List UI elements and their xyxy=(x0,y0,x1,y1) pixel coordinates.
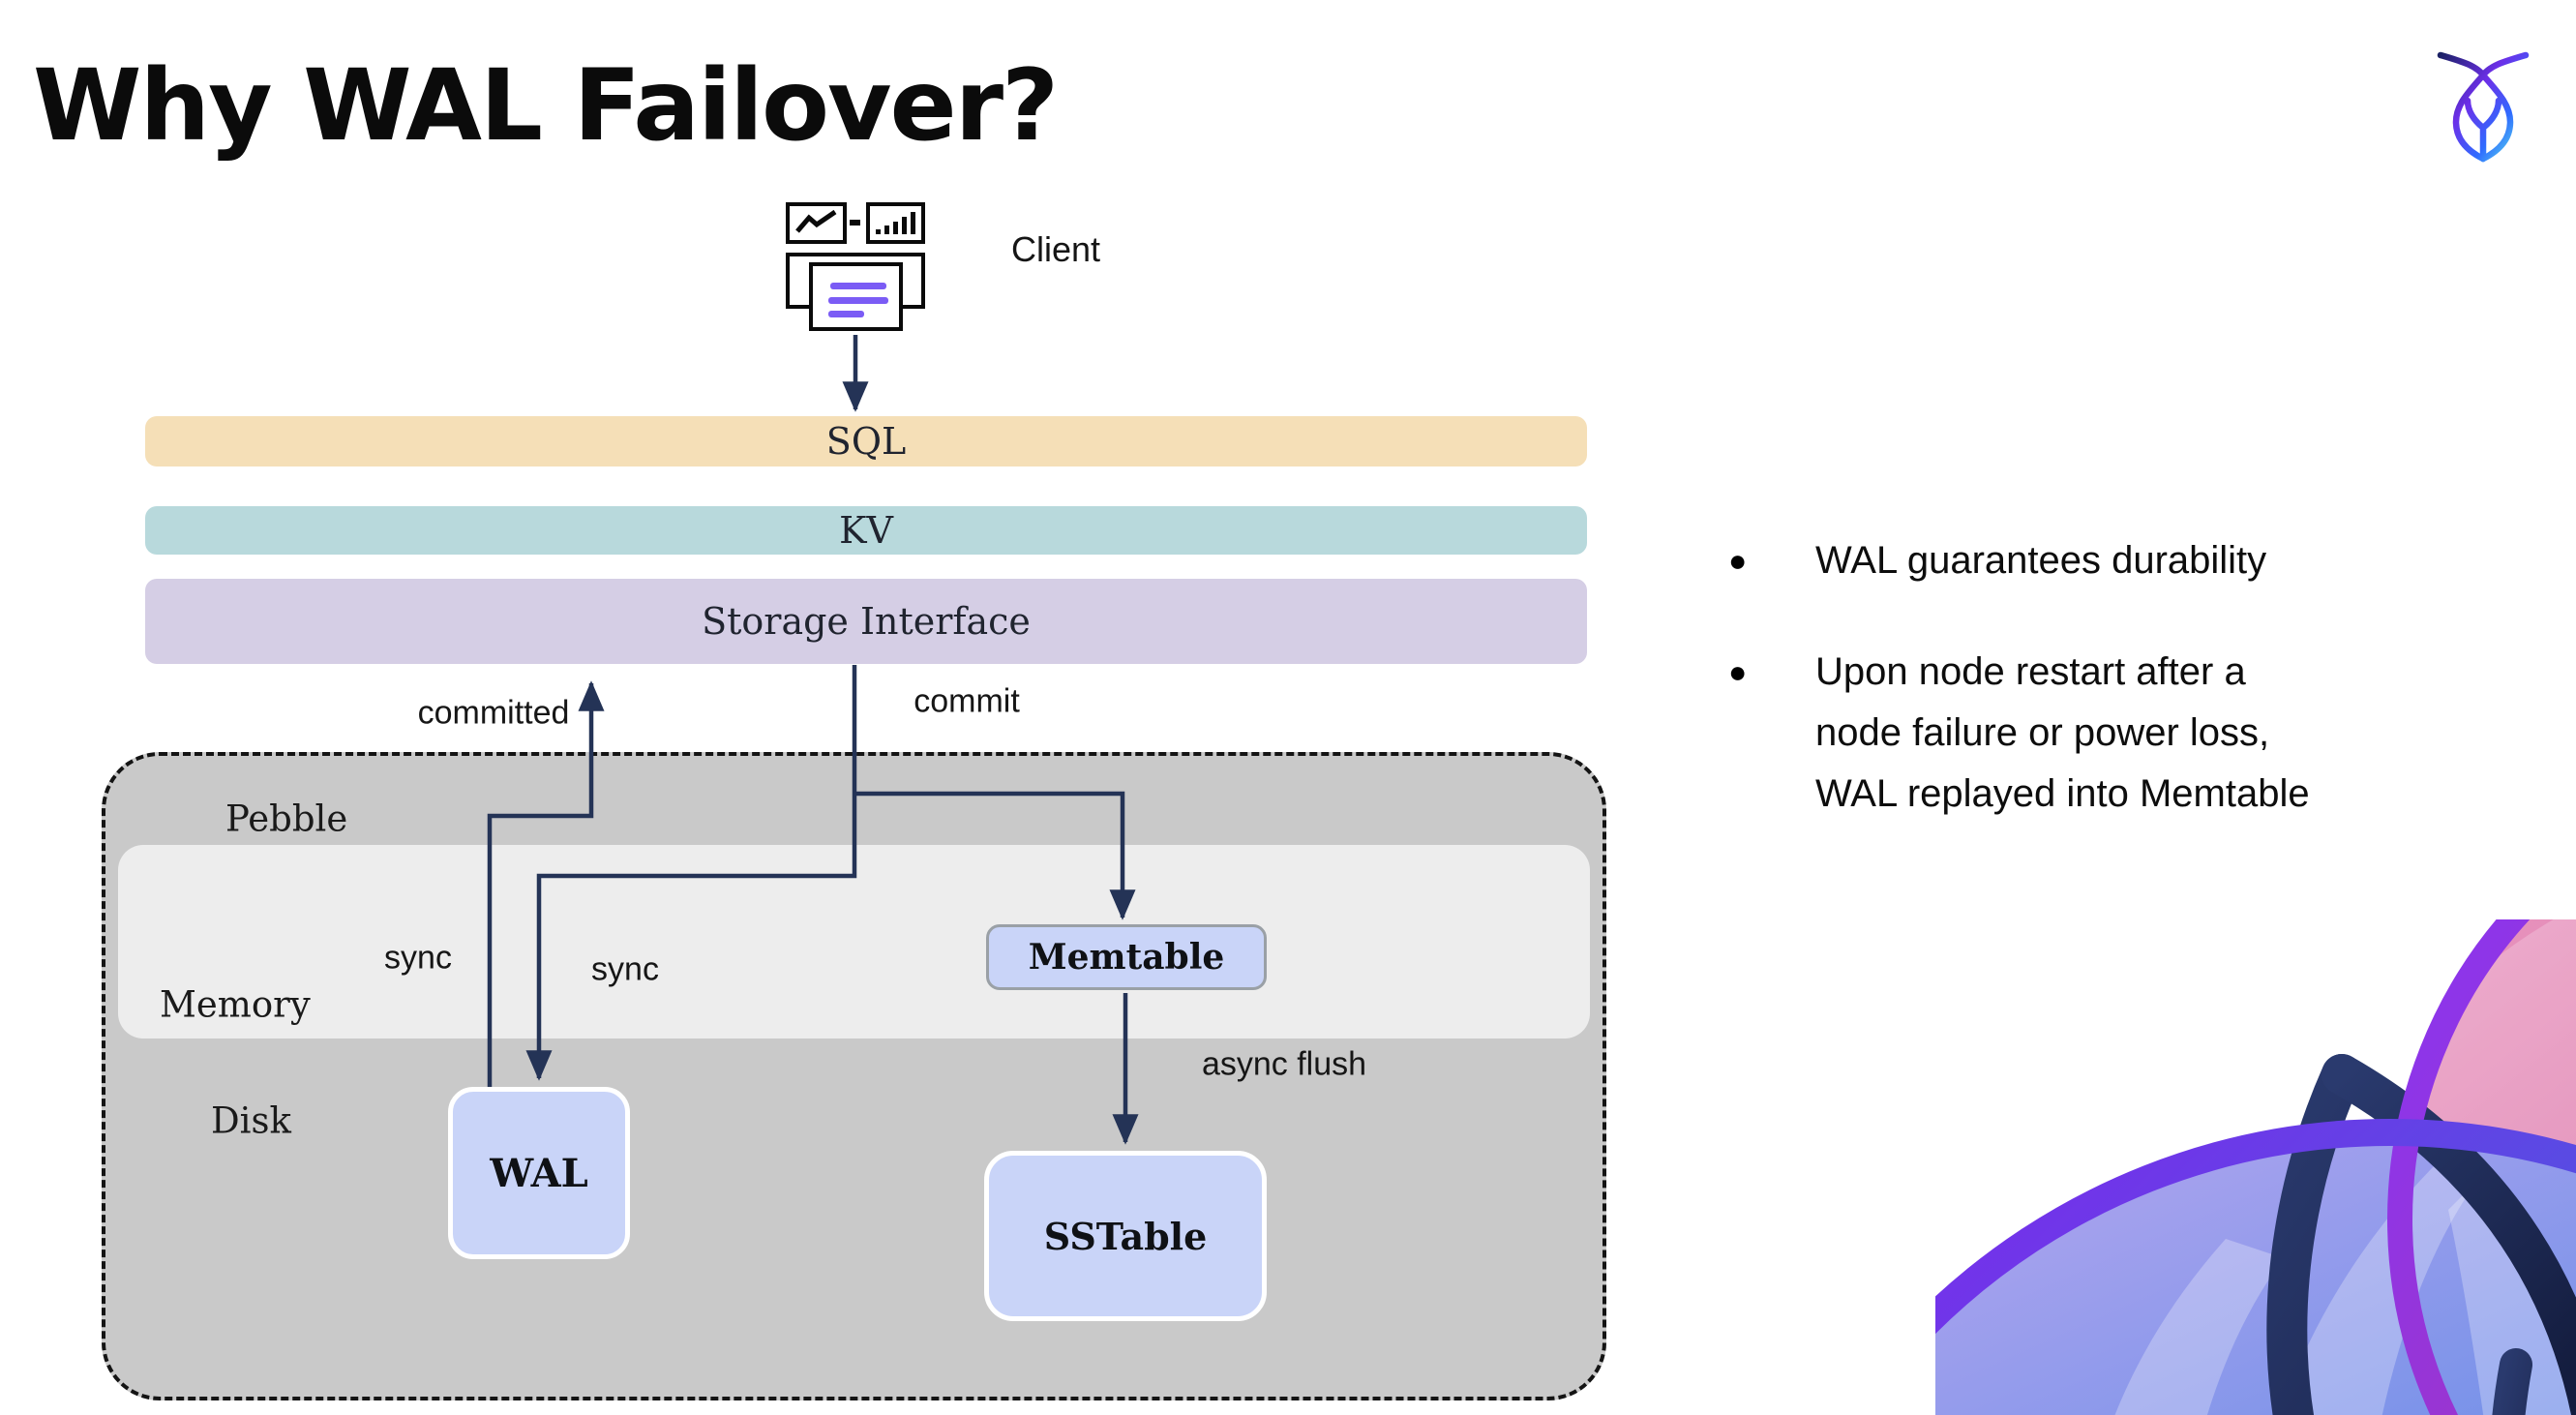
memory-band xyxy=(118,845,1590,1039)
page-title: Why WAL Failover? xyxy=(33,48,1059,164)
document-icon xyxy=(809,262,903,331)
edge-label-sync-left: sync xyxy=(384,939,452,977)
bullet-dot: ● xyxy=(1728,543,1748,578)
disk-label: Disk xyxy=(211,1099,291,1142)
sstable-box: SSTable xyxy=(984,1151,1267,1321)
corner-art xyxy=(1935,919,2576,1415)
layer-bar-sql-label: SQL xyxy=(825,420,907,463)
bullet-text: WAL guarantees durability xyxy=(1815,539,2267,582)
layer-bar-storage-label: Storage Interface xyxy=(702,600,1031,643)
line-chart-icon xyxy=(786,202,847,244)
bullet-item: ● WAL guarantees durability xyxy=(1728,530,2541,591)
bullet-text: Upon node restart after a node failure o… xyxy=(1815,650,2310,815)
pebble-label: Pebble xyxy=(225,798,348,840)
bullet-list: ● WAL guarantees durability ● Upon node … xyxy=(1728,530,2541,875)
layer-bar-sql: SQL xyxy=(145,416,1587,467)
edge-label-sync-right: sync xyxy=(591,950,659,988)
layer-bar-storage: Storage Interface xyxy=(145,579,1587,664)
document-text-line xyxy=(828,297,888,304)
wal-label: WAL xyxy=(490,1150,588,1196)
edge-label-committed: committed xyxy=(417,694,570,732)
bullet-dot: ● xyxy=(1728,654,1748,689)
cockroachdb-logo xyxy=(2437,39,2530,165)
bullet-item: ● Upon node restart after a node failure… xyxy=(1728,642,2541,825)
edge-label-async-flush: async flush xyxy=(1201,1045,1367,1083)
document-text-line xyxy=(828,311,864,317)
layer-bar-kv: KV xyxy=(145,506,1587,555)
sstable-label: SSTable xyxy=(1043,1214,1208,1258)
memtable-label: Memtable xyxy=(1028,937,1225,978)
bar-chart-icon xyxy=(866,202,925,244)
memtable-box: Memtable xyxy=(986,924,1267,990)
edge-label-commit: commit xyxy=(914,682,1020,720)
client-label: Client xyxy=(1011,229,1101,269)
layer-bar-kv-label: KV xyxy=(839,509,893,552)
memory-label: Memory xyxy=(160,983,311,1026)
document-text-line xyxy=(830,283,886,289)
dash-connector xyxy=(850,220,860,226)
wal-box: WAL xyxy=(448,1087,630,1259)
